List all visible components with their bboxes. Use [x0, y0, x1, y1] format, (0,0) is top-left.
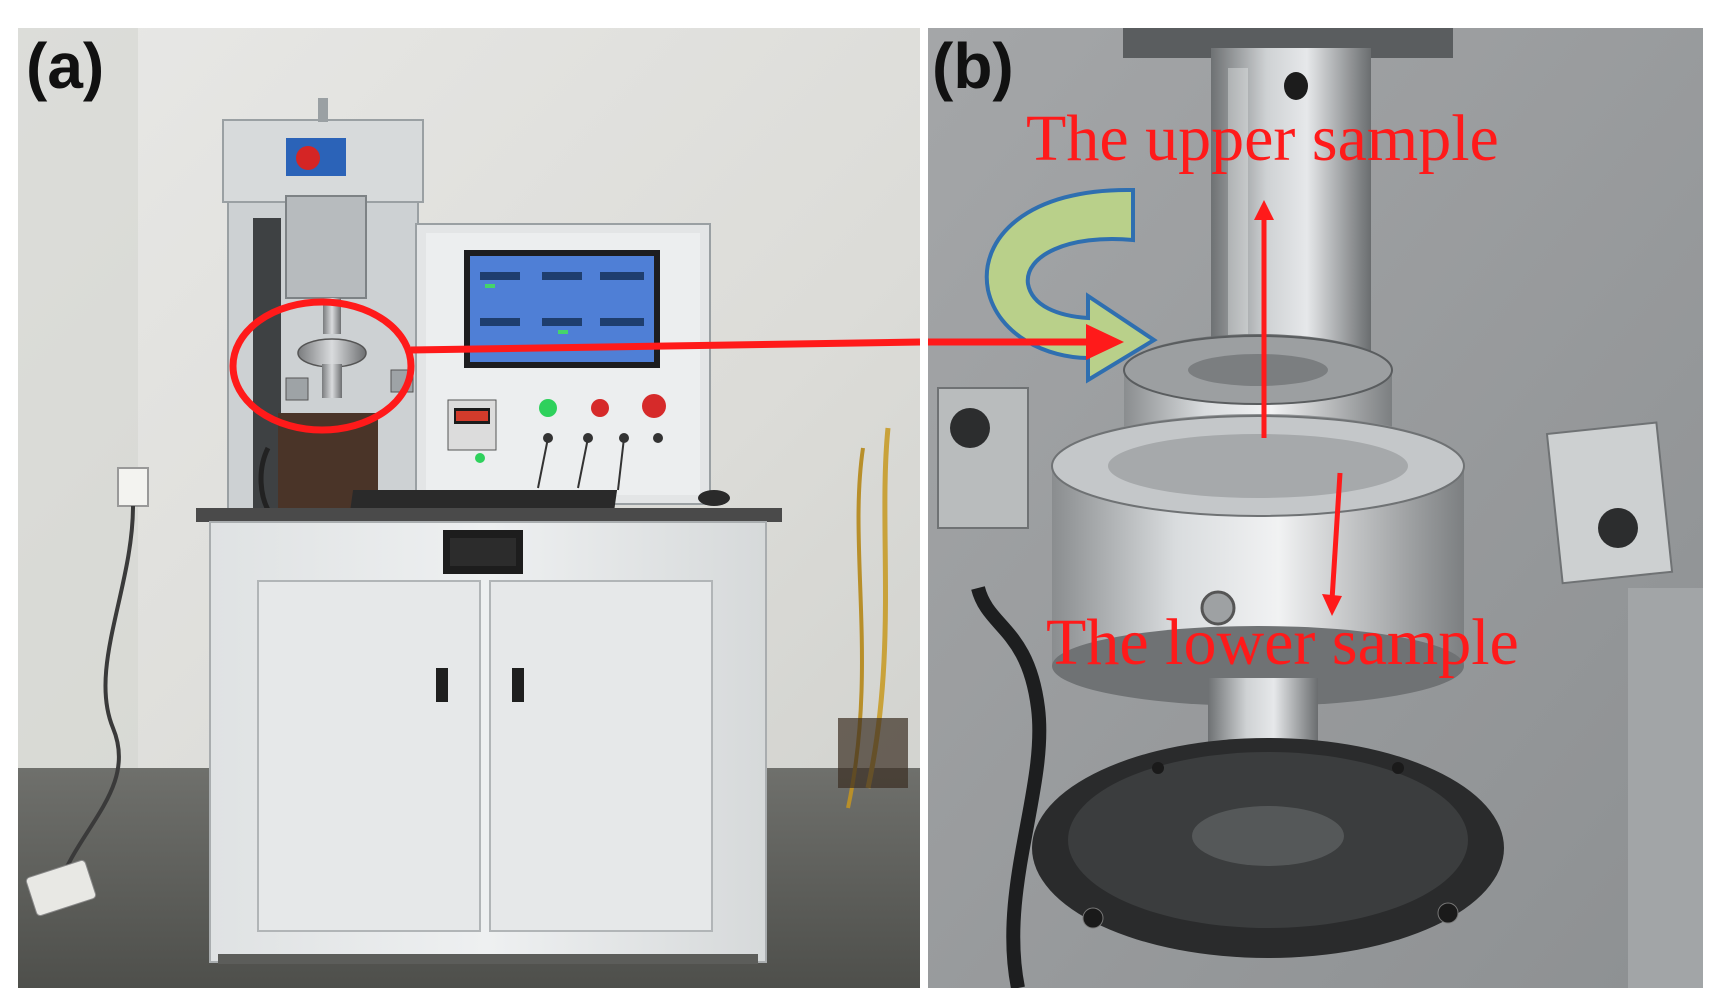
pointer-arrow-line: [410, 338, 920, 354]
panel-b-photo: (b) The upper sample The lower sample: [928, 28, 1703, 988]
sample-closeup-photo: [928, 28, 1703, 988]
upper-sample-arrowhead: [1254, 200, 1274, 220]
lower-sample-label: The lower sample: [1046, 606, 1519, 679]
upper-sample-label: The upper sample: [1026, 102, 1499, 175]
lower-sample-arrowhead: [1322, 594, 1342, 616]
panel-label-b: (b): [932, 30, 1014, 102]
machine-photo: [18, 28, 920, 988]
panel-label-a: (a): [26, 30, 105, 102]
lower-sample-arrow: [1329, 472, 1343, 601]
panel-a-photo: (a): [18, 28, 920, 988]
pointer-arrowhead: [1086, 324, 1124, 360]
highlight-ellipse: [229, 298, 415, 434]
